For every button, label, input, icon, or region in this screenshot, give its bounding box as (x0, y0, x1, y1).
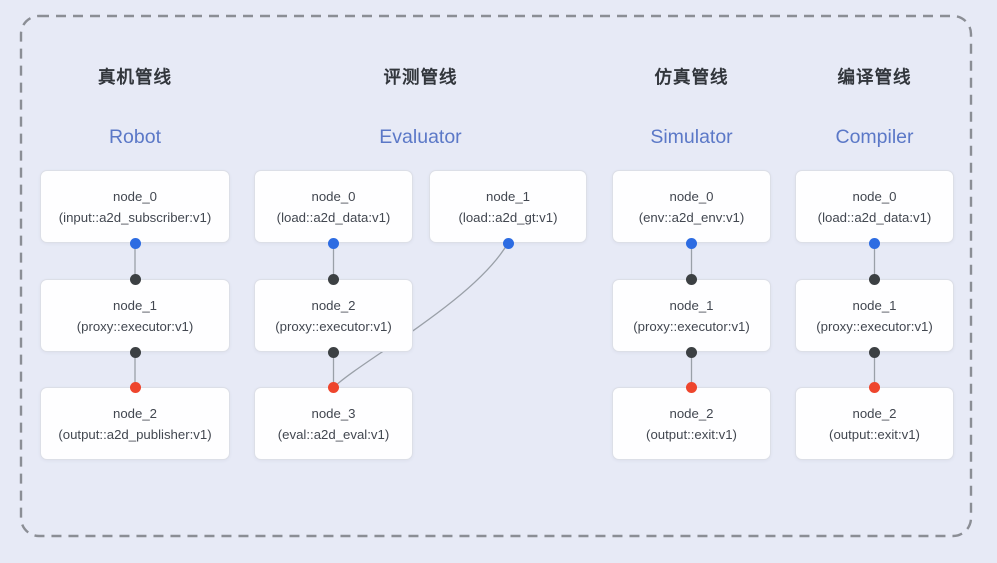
node-name: node_0 (669, 188, 714, 204)
node-robot-node_2: node_2 (output::a2d_publisher:v1) (40, 387, 230, 460)
port-dot-red (129, 381, 141, 393)
node-type: (proxy::executor:v1) (816, 318, 933, 334)
pipeline-subtitle: Evaluator (379, 126, 462, 148)
node-name: node_0 (112, 188, 157, 204)
node-simulator-node_0: node_0 (env::a2d_env:v1) (612, 170, 771, 243)
pipeline-title: 仿真管线 (654, 67, 729, 87)
pipeline-header-evaluator: 评测管线 Evaluator (254, 64, 587, 151)
node-type: (proxy::executor:v1) (275, 318, 392, 334)
connector-curve (333, 242, 509, 388)
port-dot-blue (502, 237, 514, 249)
node-name: node_3 (311, 405, 356, 421)
node-type: (env::a2d_env:v1) (638, 209, 745, 225)
port-dot-dark (869, 273, 880, 285)
port-dot-red (328, 381, 339, 393)
port-dot-red (686, 381, 697, 393)
port-dot-red (869, 381, 880, 393)
node-compiler-node_1: node_1 (proxy::executor:v1) (795, 279, 954, 352)
port-dot-dark (328, 346, 339, 358)
node-name: node_0 (852, 188, 897, 204)
node-simulator-node_2: node_2 (output::exit:v1) (612, 387, 771, 460)
node-name: node_2 (112, 405, 157, 421)
pipeline-header-simulator: 仿真管线 Simulator (612, 64, 771, 151)
node-type: (output::exit:v1) (646, 426, 737, 442)
node-robot-node_1: node_1 (proxy::executor:v1) (40, 279, 230, 352)
port-dot-blue (328, 237, 339, 249)
node-compiler-node_2: node_2 (output::exit:v1) (795, 387, 954, 460)
port-dot-dark (869, 346, 880, 358)
pipeline-header-robot: 真机管线 Robot (40, 64, 230, 151)
pipeline-subtitle: Robot (108, 126, 162, 148)
node-name: node_2 (852, 405, 897, 421)
node-evaluator-node_2: node_2 (proxy::executor:v1) (254, 279, 413, 352)
node-type: (proxy::executor:v1) (76, 318, 194, 334)
node-name: node_1 (852, 297, 897, 313)
pipeline-title: 评测管线 (383, 67, 458, 87)
node-evaluator-node_0: node_0 (load::a2d_data:v1) (254, 170, 413, 243)
port-dot-dark (328, 273, 339, 285)
node-simulator-node_1: node_1 (proxy::executor:v1) (612, 279, 771, 352)
node-name: node_0 (311, 188, 356, 204)
port-dot-dark (129, 346, 141, 358)
pipeline-title: 编译管线 (837, 67, 912, 87)
node-type: (output::a2d_publisher:v1) (58, 426, 212, 442)
node-type: (input::a2d_subscriber:v1) (58, 209, 212, 225)
port-dot-dark (129, 273, 141, 285)
port-dot-blue (686, 237, 697, 249)
port-dot-dark (686, 346, 697, 358)
node-type: (output::exit:v1) (829, 426, 920, 442)
port-dot-blue (869, 237, 880, 249)
node-type: (load::a2d_gt:v1) (458, 209, 558, 225)
node-type: (proxy::executor:v1) (633, 318, 750, 334)
node-compiler-node_0: node_0 (load::a2d_data:v1) (795, 170, 954, 243)
node-robot-node_0: node_0 (input::a2d_subscriber:v1) (40, 170, 230, 243)
node-name: node_1 (669, 297, 714, 313)
pipeline-subtitle: Simulator (650, 126, 733, 148)
node-evaluator-node_3: node_3 (eval::a2d_eval:v1) (254, 387, 413, 460)
pipeline-header-compiler: 编译管线 Compiler (795, 64, 954, 151)
dashed-boundary (19, 14, 973, 538)
port-dot-blue (129, 237, 141, 249)
node-name: node_2 (311, 297, 356, 313)
node-name: node_1 (485, 188, 530, 204)
pipeline-title: 真机管线 (98, 67, 172, 87)
node-type: (load::a2d_data:v1) (276, 209, 391, 225)
node-name: node_2 (669, 405, 714, 421)
node-type: (load::a2d_data:v1) (817, 209, 932, 225)
node-type: (eval::a2d_eval:v1) (277, 426, 390, 442)
node-name: node_1 (112, 297, 157, 313)
pipeline-subtitle: Compiler (835, 126, 914, 148)
port-dot-dark (686, 273, 697, 285)
node-evaluator-node_1: node_1 (load::a2d_gt:v1) (429, 170, 587, 243)
